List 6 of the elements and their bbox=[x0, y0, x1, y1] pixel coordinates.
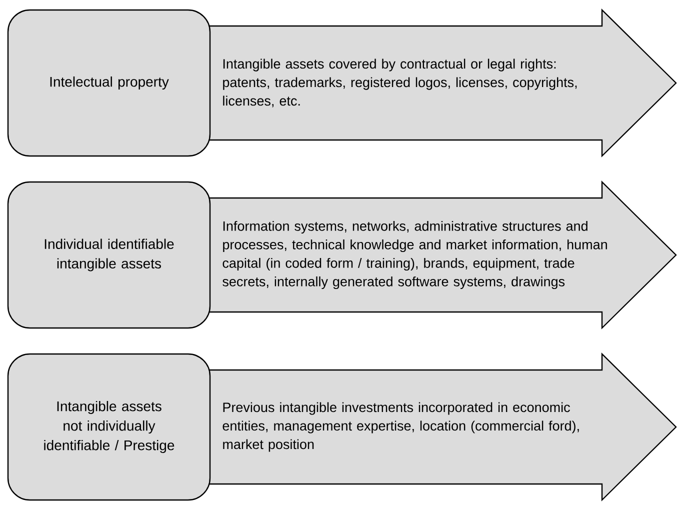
rounded-box: Intangible assets not individually identifiable / Prestige bbox=[7, 353, 211, 501]
rounded-box: Intelectual property bbox=[7, 9, 211, 157]
arrow-band: Previous intangible investments incorporated in economic entities, management expertise, location (commercial ford), market position bbox=[199, 352, 677, 502]
arrow-band: Intangible assets covered by contractual or legal rights: patents, trademarks, registered logos, licenses, copyrights, licenses, etc. bbox=[199, 8, 677, 158]
rounded-box: Individual identifiable intangible assets bbox=[7, 181, 211, 329]
arrow-band: Information systems, networks, administrative structures and processes, technical knowledge and market information, human capital (in coded form / training), brands, equipment, trade secrets, internally generated software systems, drawings bbox=[199, 180, 677, 330]
